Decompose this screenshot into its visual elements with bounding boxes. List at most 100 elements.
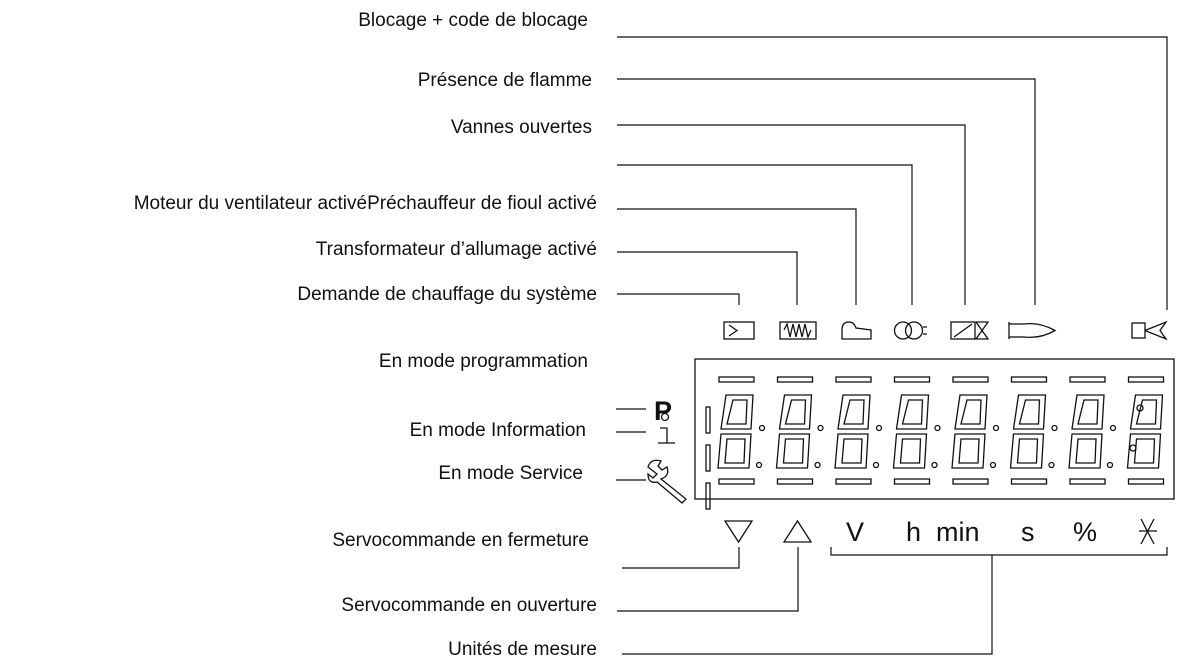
lcd-top-bar [718, 376, 755, 383]
label-servo-ouverture: Servocommande en ouverture [341, 595, 597, 616]
lcd-upper-half [895, 394, 930, 430]
lcd-upper-inner [1077, 399, 1099, 425]
lcd-colon-dot [1109, 424, 1117, 432]
lcd-percent-mark [1129, 444, 1137, 452]
lcd-bottom-bar [952, 478, 989, 485]
lcd-digit-3 [834, 376, 883, 485]
leader-flamme [617, 78, 1036, 305]
lcd-colon-dot [758, 424, 766, 432]
lcd-bottom-bar [776, 478, 814, 485]
lcd-upper-half [720, 394, 754, 430]
lcd-upper-inner [1135, 399, 1158, 425]
lcd-lower-half [1126, 433, 1162, 469]
lcd-lower-inner [1075, 438, 1097, 464]
lcd-lower-half [1009, 433, 1045, 469]
fan-motor-icon [893, 321, 927, 340]
programming-icon: P [654, 396, 672, 426]
lcd-lower-half [717, 433, 752, 469]
leader-unites [622, 555, 993, 655]
lcd-lower-inner [1016, 438, 1039, 464]
lcd-top-bar [835, 376, 872, 383]
lcd-lower-half [775, 433, 811, 469]
unit-percent: % [1073, 517, 1097, 547]
lcd-colon-dot [992, 424, 1000, 432]
label-information: En mode Information [410, 420, 586, 441]
info-icon [658, 412, 675, 444]
lcd-top-bar [1069, 376, 1106, 383]
ignition-transformer-icon [779, 321, 817, 340]
lcd-bottom-bar [1069, 478, 1106, 485]
lcd-frame [694, 358, 1175, 500]
unit-volt: V [846, 517, 864, 547]
lcd-upper-inner [960, 399, 982, 425]
lcd-lower-half [1068, 433, 1103, 469]
heat-request-icon [723, 321, 755, 340]
lcd-lower-inner [1133, 438, 1156, 464]
leader-servo-ouverture [617, 547, 799, 612]
fuel-unit-icon [1139, 518, 1157, 545]
lcd-bottom-bar [1010, 478, 1048, 485]
service-wrench-icon [647, 459, 687, 504]
lcd-colon-dot [934, 424, 941, 432]
label-programmation: En mode programmation [379, 351, 588, 372]
lcd-decimal-dot [1106, 461, 1114, 469]
lcd-decimal-dot [872, 461, 880, 469]
lcd-lower-half [834, 433, 869, 469]
lcd-colon-dot [1051, 424, 1058, 432]
lcd-digit-4 [892, 376, 941, 485]
lcd-digit-1 [717, 376, 766, 485]
lcd-lower-inner [958, 438, 980, 464]
units-bracket [830, 547, 1168, 556]
lcd-upper-half [778, 394, 813, 430]
lcd-decimal-dot [1048, 461, 1055, 469]
lcd-degree-mark [1136, 404, 1144, 412]
lcd-top-bar [952, 376, 989, 383]
lcd-digits [717, 376, 1165, 485]
lcd-lower-inner [899, 438, 922, 464]
label-demande: Demande de chauffage du système [297, 284, 597, 305]
lcd-digit-7 [1068, 376, 1117, 485]
unit-second: s [1021, 517, 1035, 547]
lcd-lower-inner [841, 438, 863, 464]
lcd-upper-inner [901, 399, 924, 425]
leader-demande [617, 293, 740, 305]
leader-transformateur [617, 251, 798, 305]
lcd-colon-dot [817, 424, 824, 432]
label-ventilateur-prechauffeur: Moteur du ventilateur activéPréchauffeur… [134, 193, 597, 214]
leader-blocage [617, 36, 1168, 310]
label-vannes: Vannes ouvertes [451, 117, 592, 138]
lcd-upper-half [954, 394, 988, 430]
lcd-upper-half [1071, 394, 1105, 430]
leader-vannes [617, 124, 966, 305]
lcd-digit-5 [951, 376, 1000, 485]
lcd-side-bars [705, 406, 711, 510]
lcd-lower-inner [724, 438, 746, 464]
triangle-down-icon [723, 520, 754, 544]
lcd-top-bar [893, 376, 931, 383]
triangle-up-icon [782, 519, 813, 543]
lcd-upper-inner [1018, 399, 1041, 425]
leader-fan [617, 164, 913, 305]
lcd-top-bar [776, 376, 814, 383]
unit-hour: h [906, 517, 921, 547]
lcd-top-bar [1127, 376, 1165, 383]
lcd-decimal-dot [989, 461, 997, 469]
lcd-lower-inner [782, 438, 805, 464]
lcd-digit-8 [1126, 376, 1165, 485]
flame-icon [1008, 322, 1057, 339]
lcd-upper-inner [843, 399, 865, 425]
leader-lines [616, 36, 1168, 655]
lcd-bottom-bar [835, 478, 872, 485]
label-unites: Unités de mesure [448, 639, 597, 657]
lcd-bottom-bar [893, 478, 931, 485]
lcd-digit-2 [775, 376, 824, 485]
unit-minute: min [936, 517, 980, 547]
leader-preheater [617, 208, 857, 305]
lcd-upper-half [837, 394, 871, 430]
lcd-lower-half [951, 433, 986, 469]
label-flamme: Présence de flamme [418, 70, 592, 91]
label-transformateur: Transformateur d’allumage activé [316, 239, 597, 260]
lcd-top-bar [1010, 376, 1048, 383]
leader-servo-fermeture [622, 547, 740, 569]
